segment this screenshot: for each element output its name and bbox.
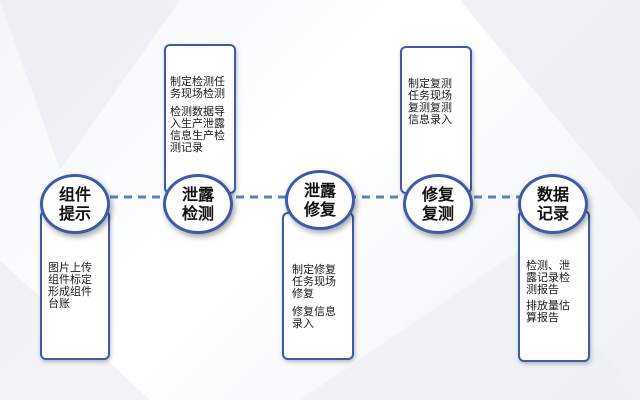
step-5-card: 检测、泄 露记录检 测报告 排放量估 算报告 — [518, 210, 590, 362]
step-5-node: 数据 记录 — [518, 174, 588, 234]
step-4-node: 修复 复测 — [403, 174, 473, 234]
step-2-card: 制定检测任 务现场检测 检测数据导 入生产泄露 信息生产检 测记录 — [164, 44, 236, 194]
step-1-card: 图片上传 组件标定 形成组件 台账 — [40, 210, 110, 360]
step-3-card: 制定修复 任务现场 修复 修复信息 录入 — [282, 212, 354, 360]
step-3-text-1: 制定修复 任务现场 修复 — [292, 263, 336, 300]
step-1-node: 组件 提示 — [40, 174, 110, 234]
step-5-text-2: 排放量估 算报告 — [526, 299, 570, 324]
step-2-text-2: 检测数据导 入生产泄露 信息生产检 测记录 — [170, 105, 225, 154]
step-2-text-1: 制定检测任 务现场检测 — [170, 75, 225, 100]
step-2-node: 泄露 检测 — [163, 174, 233, 234]
step-5-text-1: 检测、泄 露记录检 测报告 — [526, 259, 570, 296]
step-4-card: 制定复测 任务现场 复测复测 信息录入 — [400, 46, 472, 194]
step-3-text-2: 修复信息 录入 — [292, 305, 336, 330]
step-4-text: 制定复测 任务现场 复测复测 信息录入 — [408, 77, 452, 126]
step-1-text: 图片上传 组件标定 形成组件 台账 — [48, 261, 92, 310]
step-3-node: 泄露 修复 — [285, 170, 355, 230]
